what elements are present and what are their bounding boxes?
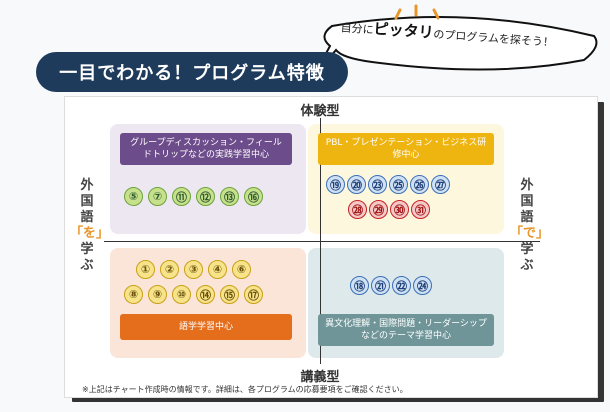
program-number: ⑮	[220, 285, 239, 304]
axis-label-top: 体験型	[300, 104, 340, 119]
program-number: ㉔	[413, 276, 432, 295]
program-number: ⑩	[172, 285, 191, 304]
program-number: ㉚	[390, 200, 409, 219]
program-number: ⑦	[148, 187, 167, 206]
program-number: ⑧	[124, 285, 143, 304]
vertical-axis	[320, 118, 321, 364]
axis-right-char: 学	[520, 242, 534, 257]
program-number: ㉓	[368, 175, 387, 194]
program-number: ⑲	[326, 175, 345, 194]
label-practical-learning: グループディスカッション・フィールドトリップなどの実践学習中心	[120, 133, 292, 165]
axis-left-char: 学	[80, 242, 94, 257]
program-number: ⑬	[220, 187, 239, 206]
bubble-text-before: 自分に	[340, 21, 374, 37]
program-number: ⑪	[172, 187, 191, 206]
program-number: ㉑	[371, 276, 390, 295]
program-number: ㉖	[410, 175, 429, 194]
program-number: ⑥	[232, 260, 251, 279]
program-number: ⑤	[124, 187, 143, 206]
bubble-text-bold: ピッタリ	[373, 19, 435, 42]
label-theme-learning: 異文化理解・国際問題・リーダーシップなどのテーマ学習中心	[318, 314, 494, 346]
program-number: ㉗	[431, 175, 450, 194]
axis-label-right: 外 国 語 「で」 学 ぶ	[510, 178, 549, 274]
program-number: ㉛	[411, 200, 430, 219]
program-number: ㉘	[348, 200, 367, 219]
program-number: ②	[160, 260, 179, 279]
axis-right-highlight: 「で」	[510, 226, 550, 241]
program-number: ㉒	[392, 276, 411, 295]
axis-right-char: 語	[520, 210, 534, 225]
axis-left-char: 外	[80, 178, 94, 193]
program-number: ⑳	[347, 175, 366, 194]
bubble-text-after: のプログラムを探そう！	[432, 27, 555, 50]
axis-right-char: 外	[520, 178, 534, 193]
axis-left-char: 語	[80, 210, 94, 225]
program-number: ㉕	[389, 175, 408, 194]
axis-label-left: 外 国 語 「を」 学 ぶ	[70, 178, 109, 274]
axis-left-char: ぶ	[80, 258, 94, 273]
program-number: ③	[184, 260, 203, 279]
label-language-learning: 語学学習中心	[120, 314, 292, 340]
axis-left-char: 国	[80, 194, 94, 209]
axis-right-char: 国	[520, 194, 534, 209]
program-number: ⑱	[350, 276, 369, 295]
program-number: ㉙	[369, 200, 388, 219]
axis-left-highlight: 「を」	[70, 226, 110, 241]
footnote: ※上記はチャート作成時の情報です。詳細は、各プログラムの応募要項をご確認ください…	[82, 385, 408, 394]
program-number: ⑯	[244, 187, 263, 206]
horizontal-axis	[104, 241, 540, 242]
program-number: ⑭	[196, 285, 215, 304]
program-number: ⑨	[148, 285, 167, 304]
axis-right-char: ぶ	[520, 258, 534, 273]
title-banner: 一目でわかる！プログラム特徴	[36, 52, 348, 92]
program-number: ⑫	[196, 187, 215, 206]
axis-label-bottom: 講義型	[300, 370, 340, 385]
label-pbl-business: PBL・プレゼンテーション・ビジネス研修中心	[318, 133, 494, 165]
program-number: ⑰	[244, 285, 263, 304]
program-number: ④	[208, 260, 227, 279]
program-number: ①	[136, 260, 155, 279]
